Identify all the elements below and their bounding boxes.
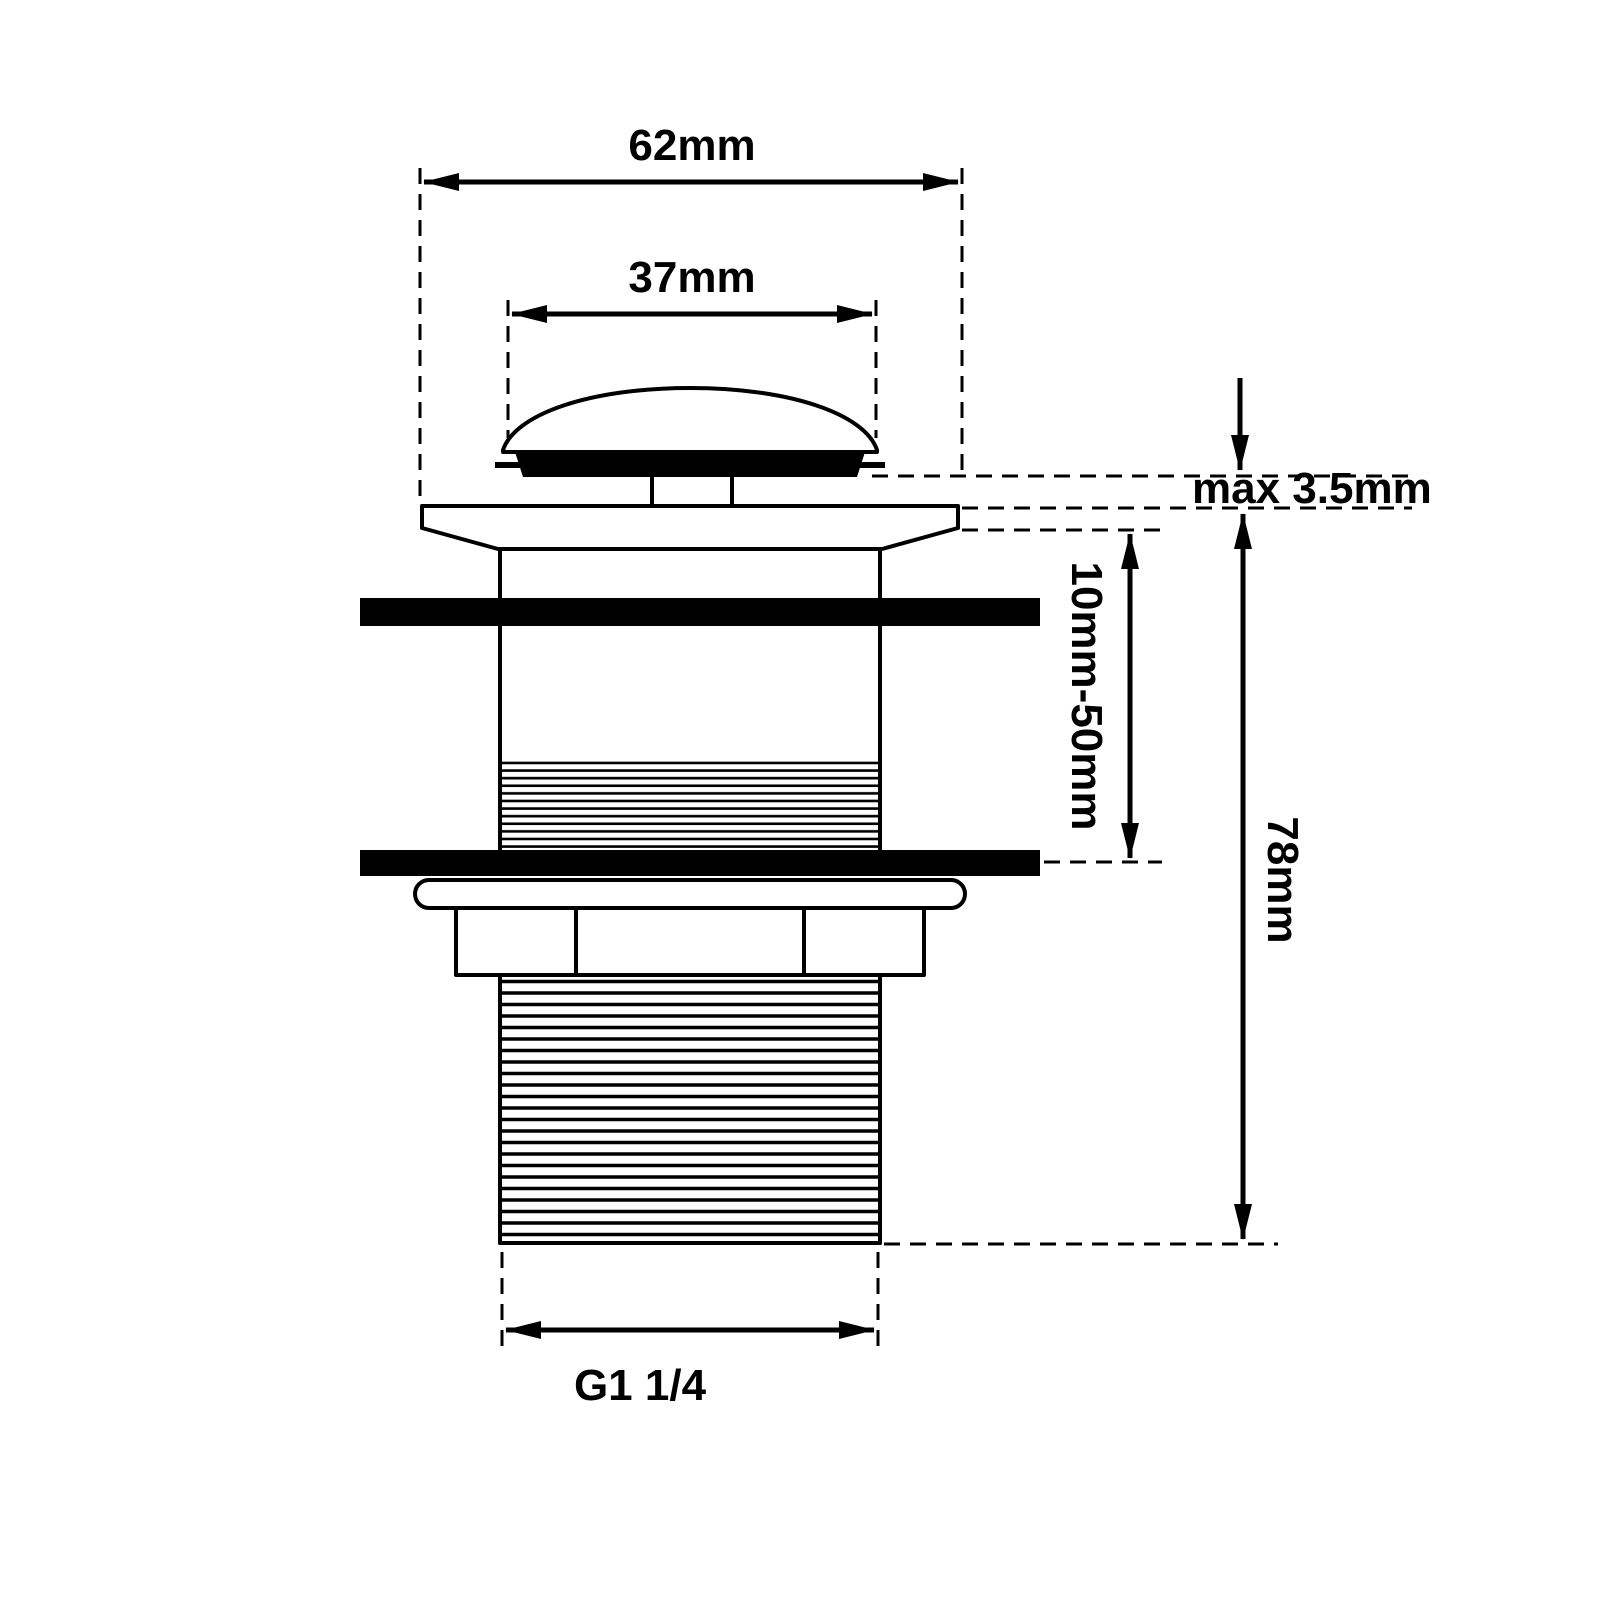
lower-thread-section: [502, 978, 878, 1242]
dim-label-10-50: 10mm-50mm: [1062, 561, 1111, 830]
dim-label-g114: G1 1/4: [574, 1361, 707, 1410]
dim-clamping-range: 10mm-50mm: [962, 528, 1162, 864]
dim-overall-height: 78mm: [884, 513, 1307, 1246]
lock-nut: [454, 906, 926, 977]
upper-thread-section: [502, 760, 878, 852]
dim-thread-spec: G1 1/4: [500, 1252, 880, 1410]
dim-label-max35: max 3.5mm: [1192, 464, 1432, 513]
dim-label-37mm: 37mm: [628, 253, 755, 302]
upper-body: [498, 547, 882, 854]
cap-underside-band: [515, 452, 865, 477]
cap-dome-outline: [501, 386, 879, 454]
popup-cap: [495, 386, 885, 509]
dim-top-outer-width: 62mm: [418, 121, 964, 505]
lock-nut-body: [454, 906, 926, 977]
lower-gasket-bar: [360, 850, 1040, 876]
upper-gasket-bar: [360, 598, 1040, 626]
dim-label-78mm: 78mm: [1258, 816, 1307, 943]
top-flange: [420, 504, 960, 551]
dim-cap-travel: max 3.5mm: [872, 378, 1432, 513]
dim-label-62mm: 62mm: [628, 121, 755, 170]
dim-cap-width: 37mm: [506, 253, 878, 438]
washer-flange: [413, 878, 967, 910]
lower-threaded-tail: [498, 974, 882, 1245]
